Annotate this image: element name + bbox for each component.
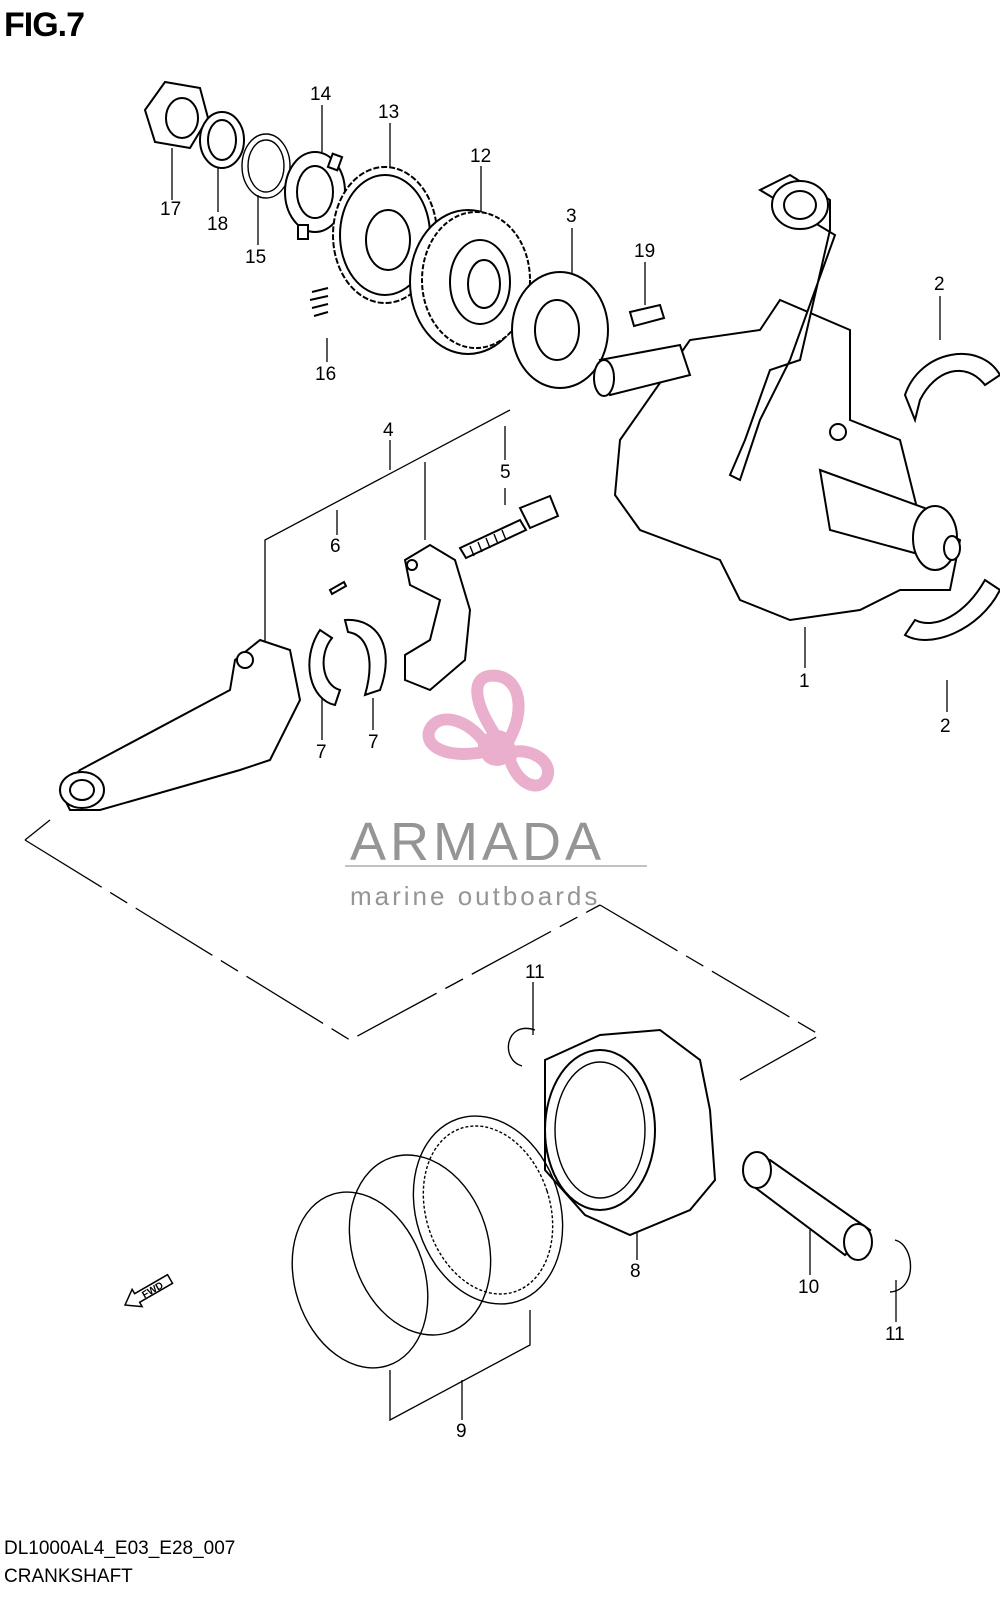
part-7-bearing-pair [308,618,387,707]
fwd-arrow-icon: FWD [123,1273,174,1308]
callout-10: 10 [798,1277,819,1298]
conrod [58,638,302,811]
callout-1: 1 [799,671,810,692]
part-3-thrust-washer [511,271,609,389]
callout-7-left: 7 [316,742,327,763]
part-16-spring [309,287,329,317]
callout-13: 13 [378,102,399,123]
callout-16: 16 [315,364,336,385]
figure-title: FIG.7 [4,6,85,44]
callout-3: 3 [566,206,577,227]
part-2-bearing-lower [903,578,1000,641]
callout-18: 18 [207,214,228,235]
callout-11-bottom: 11 [885,1324,905,1345]
part-17-nut [143,80,210,150]
diagram-name: CRANKSHAFT [4,1566,133,1587]
part-11-circlip-left [507,1027,536,1067]
callout-15: 15 [245,247,266,268]
callout-6: 6 [330,536,341,557]
callout-9: 9 [456,1421,467,1442]
callout-2-top: 2 [934,274,945,295]
part-2-bearing-upper [903,353,1000,424]
part-10-piston-pin [742,1151,873,1261]
callout-8: 8 [630,1261,641,1282]
part-14-lock-washer [284,151,346,240]
diagram-code: DL1000AL4_E03_E28_007 [4,1538,236,1559]
part-11-circlip-right [889,1239,912,1293]
conrod-on-crank [728,173,837,482]
part-18-washer [199,111,245,169]
part-9-piston-rings [291,1115,564,1369]
watermark-logo: ARMADA marine outboards [345,669,647,911]
callout-11-top: 11 [525,962,545,983]
part-1-crankshaft [593,298,962,622]
callout-14: 14 [310,84,332,105]
part-4-conrod-cap [403,543,472,692]
part-15-circlip [241,133,291,199]
part-8-piston [544,1028,717,1237]
callout-5: 5 [500,462,511,483]
part-12-gear [409,209,531,355]
callout-7-right: 7 [368,732,379,753]
callout-17: 17 [160,199,181,220]
part-19-key [628,303,666,328]
callout-labels: 17 18 15 14 13 16 12 3 19 2 2 1 4 5 6 7 … [160,84,951,1442]
part-5-bolt [458,494,560,560]
callout-19: 19 [634,241,655,262]
propeller-icon [422,669,554,792]
watermark-tagline: marine outboards [350,881,600,911]
watermark-name: ARMADA [350,812,605,872]
callout-12: 12 [470,146,491,167]
callout-4: 4 [383,420,394,441]
part-6-dowel-pin [328,580,348,596]
callout-2-bottom: 2 [940,716,951,737]
fwd-label: FWD [140,1280,165,1301]
